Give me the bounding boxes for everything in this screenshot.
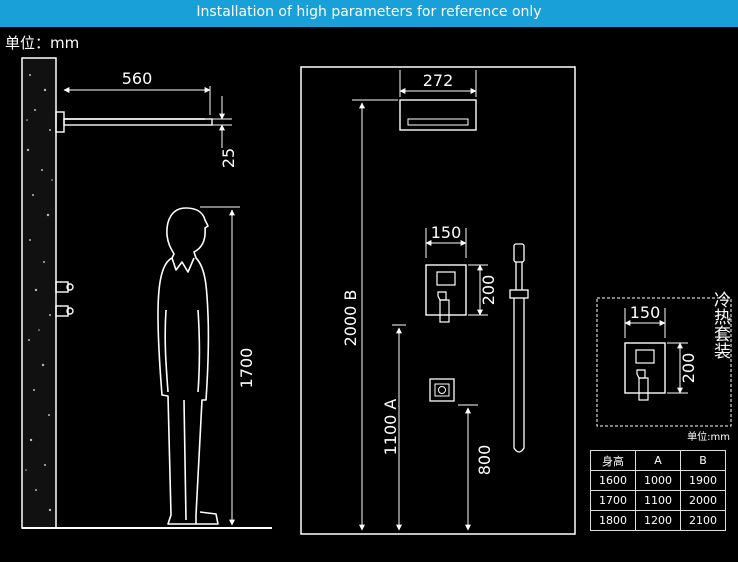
dim-2000b-label: 2000 B: [341, 290, 360, 347]
table-cell: 1200: [635, 510, 681, 531]
dim-200-front: 200: [468, 264, 498, 316]
kit-frame: [596, 297, 732, 427]
table-row: 1600 1000 1900: [590, 470, 726, 491]
dim-560-label: 560: [122, 69, 153, 88]
top-banner: Installation of high parameters for refe…: [0, 0, 738, 27]
table-cell: 1600: [590, 470, 636, 491]
mixer-valve-front: [425, 264, 467, 323]
dim-272: 272: [399, 70, 477, 97]
dim-150-front-label: 150: [431, 223, 462, 242]
table-header-cell: 身高: [590, 450, 636, 471]
dim-1700-label: 1700: [237, 348, 256, 389]
dim-272-label: 272: [423, 71, 454, 90]
person-outline: [157, 207, 219, 525]
outlet-front: [429, 378, 455, 402]
dim-150-kit: 150: [624, 303, 666, 338]
kit-unit-label: 单位:mm: [687, 430, 730, 443]
kit-valve: [624, 342, 666, 401]
front-view-frame: [300, 66, 576, 535]
table-cell: 1100: [635, 490, 681, 511]
mixer-side: [55, 281, 74, 317]
table-row: 1700 1100 2000: [590, 490, 726, 511]
shower-head-side: [55, 111, 213, 133]
dim-1100a-label: 1100 A: [381, 399, 400, 456]
dim-800-label: 800: [475, 445, 494, 476]
table-header-cell: A: [635, 450, 681, 471]
table-cell: 1000: [635, 470, 681, 491]
table-cell: 1800: [590, 510, 636, 531]
unit-label: 单位：mm: [5, 34, 80, 52]
dim-200-front-label: 200: [479, 275, 498, 306]
height-table: 身高 A B 1600 1000 1900 1700 1100 2000 180…: [590, 450, 726, 531]
table-cell: 1700: [590, 490, 636, 511]
table-cell: 2000: [680, 490, 726, 511]
dim-150-kit-label: 150: [630, 303, 661, 322]
hand-shower: [509, 243, 529, 453]
dim-1700: 1700: [200, 206, 256, 526]
dim-2000b: 2000 B: [341, 99, 398, 531]
shower-head-front: [399, 99, 477, 131]
dim-150-front: 150: [425, 223, 467, 258]
table-cell: 2100: [680, 510, 726, 531]
dim-200-kit: 200: [667, 342, 698, 394]
table-header-cell: B: [680, 450, 726, 471]
kit-label: 冷热套装: [710, 291, 731, 359]
banner-text: Installation of high parameters for refe…: [196, 4, 542, 20]
dim-1100a: 1100 A: [381, 324, 406, 531]
dim-800: 800: [458, 404, 494, 531]
dim-25-label: 25: [219, 148, 238, 168]
dim-25: 25: [205, 96, 238, 168]
wall: [21, 57, 272, 529]
table-row: 1800 1200 2100: [590, 510, 726, 531]
dim-200-kit-label: 200: [679, 353, 698, 384]
dim-560: 560: [63, 69, 211, 115]
table-header-row: 身高 A B: [590, 450, 726, 471]
table-cell: 1900: [680, 470, 726, 491]
